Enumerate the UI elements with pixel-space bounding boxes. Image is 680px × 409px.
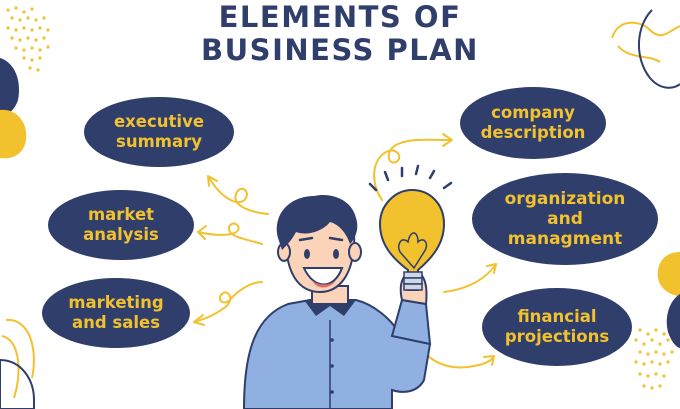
node-label: marketing and sales — [68, 293, 164, 332]
title-line-2: BUSINESS PLAN — [201, 33, 479, 67]
decor-line-bottom-left — [1, 318, 35, 399]
decor-dots-top-left — [6, 6, 50, 72]
decor-blob-navy-left — [0, 58, 20, 116]
decor-circle-bottom-left — [0, 358, 35, 409]
arm — [390, 298, 432, 346]
hair — [276, 194, 358, 250]
arrow-to-executive-summary — [207, 175, 269, 215]
decor-blob-navy-right — [666, 294, 680, 348]
node-company-description: company description — [460, 87, 606, 159]
decor-dots-bottom-right — [634, 328, 674, 390]
decor-blob-yellow-left — [0, 109, 27, 159]
node-label: market analysis — [83, 205, 159, 244]
node-financial-projections: financial projections — [482, 288, 632, 366]
node-label: company description — [480, 103, 586, 142]
node-marketing-and-sales: marketing and sales — [42, 278, 190, 348]
node-label: executive summary — [113, 112, 205, 151]
decor-blob-yellow-right — [657, 252, 680, 296]
arrow-to-market-analysis — [197, 222, 263, 245]
businessman-illustration — [242, 164, 453, 409]
node-label: financial projections — [504, 307, 610, 346]
node-label: organization and managment — [504, 189, 626, 249]
arrow-to-organization — [443, 263, 497, 293]
decor-circle-top-right — [637, 9, 680, 89]
node-organization-and-management: organization and managment — [472, 173, 658, 265]
arrow-to-marketing-sales — [193, 281, 263, 326]
node-executive-summary: executive summary — [84, 97, 234, 167]
mouth — [302, 267, 344, 286]
arrow-to-financial-projections — [425, 353, 495, 369]
title-line-1: ELEMENTS OF — [218, 0, 462, 34]
arrow-to-company-description — [373, 133, 453, 201]
lightbulb-icon — [368, 164, 453, 291]
shirt — [242, 299, 432, 409]
node-market-analysis: market analysis — [48, 190, 194, 260]
